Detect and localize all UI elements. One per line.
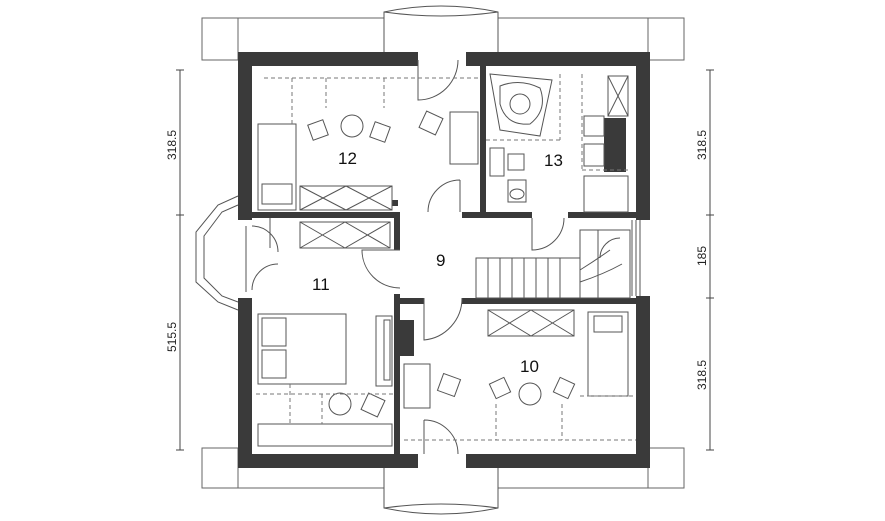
staircase xyxy=(475,229,631,299)
room-11-furniture xyxy=(257,221,393,447)
room-10-furniture xyxy=(403,309,629,409)
dimension-right-bottom: 318.5 xyxy=(695,360,709,390)
dimension-right-middle: 185 xyxy=(695,246,709,266)
room-12-furniture xyxy=(257,110,479,211)
dimension-right-top: 318.5 xyxy=(695,130,709,160)
dimension-lines xyxy=(176,69,714,451)
room-label-13: 13 xyxy=(544,151,563,170)
dormer-top xyxy=(383,5,499,52)
window-right xyxy=(631,220,641,296)
room-label-9: 9 xyxy=(436,251,445,270)
doors xyxy=(251,59,565,455)
dimension-left-top: 318.5 xyxy=(165,130,179,160)
walls xyxy=(238,52,650,468)
room-10-dashes xyxy=(404,395,636,441)
bay-window-left xyxy=(195,195,247,311)
room-11-dashes xyxy=(256,384,394,424)
room-12-dashes xyxy=(264,77,480,124)
dimension-left-bottom: 515.5 xyxy=(165,322,179,352)
roof-overhangs xyxy=(201,17,685,489)
room-label-12: 12 xyxy=(338,149,357,168)
dormer-bottom xyxy=(383,468,499,515)
room-label-10: 10 xyxy=(520,357,539,376)
bathroom-fixtures xyxy=(489,73,629,213)
room-label-11: 11 xyxy=(312,275,330,294)
room-13-dashes xyxy=(486,74,630,171)
